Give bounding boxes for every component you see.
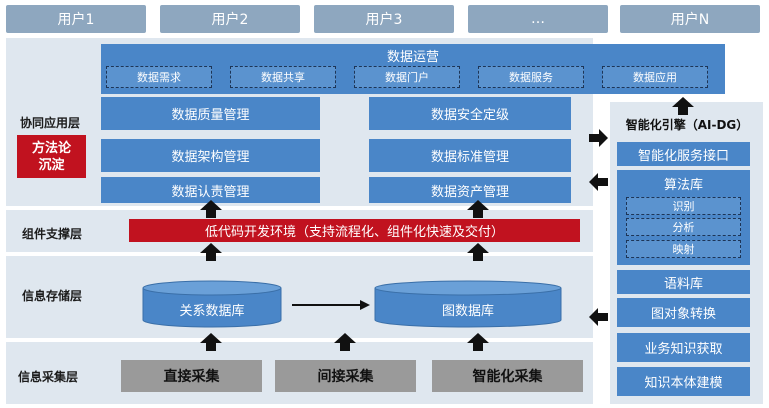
accountability-mgmt-box: 数据认责管理 xyxy=(101,177,320,203)
direct-collect-box: 直接采集 xyxy=(121,360,262,392)
user-box-n: 用户N xyxy=(620,5,760,33)
ai-engine-title: 智能化引擎（AI-DG） xyxy=(625,117,749,132)
user-box-1: 用户1 xyxy=(6,5,146,33)
user-box-3: 用户3 xyxy=(314,5,454,33)
indirect-collect-box: 间接采集 xyxy=(275,360,416,392)
data-ops-item-share: 数据共享 xyxy=(230,66,336,88)
corpus-box: 语料库 xyxy=(617,270,750,294)
collab-layer-label: 协同应用层 xyxy=(20,116,81,130)
biz-knowledge-box: 业务知识获取 xyxy=(617,333,750,362)
graph-convert-box: 图对象转换 xyxy=(617,298,750,327)
methodology-box: 方法论 沉淀 xyxy=(17,135,86,178)
graph-db-shape xyxy=(374,280,562,328)
algo-item-analyze: 分析 xyxy=(626,218,741,236)
storage-layer-label: 信息存储层 xyxy=(22,289,83,303)
algo-lib-title: 算法库 xyxy=(663,178,703,193)
quality-mgmt-box: 数据质量管理 xyxy=(101,97,320,130)
algo-item-recognize: 识别 xyxy=(626,197,741,215)
component-layer-label: 组件支撑层 xyxy=(22,227,83,241)
data-ops-item-app: 数据应用 xyxy=(602,66,708,88)
lowcode-env-bar: 低代码开发环境（支持流程化、组件化快速及交付） xyxy=(129,219,580,242)
ai-service-api-box: 智能化服务接口 xyxy=(617,142,750,166)
data-ops-title: 数据运营 xyxy=(386,50,439,65)
user-box-ellipsis: … xyxy=(468,5,608,33)
collect-layer-label: 信息采集层 xyxy=(18,370,79,384)
data-ops-item-portal: 数据门户 xyxy=(354,66,460,88)
asset-mgmt-box: 数据资产管理 xyxy=(369,177,571,203)
data-ops-item-demand: 数据需求 xyxy=(106,66,212,88)
data-ops-item-service: 数据服务 xyxy=(478,66,584,88)
ontology-box: 知识本体建模 xyxy=(617,367,750,396)
user-box-2: 用户2 xyxy=(160,5,300,33)
architecture-mgmt-box: 数据架构管理 xyxy=(101,139,320,172)
relational-db-cylinder: 关系数据库 xyxy=(142,280,282,328)
standard-mgmt-box: 数据标准管理 xyxy=(369,139,571,172)
relational-db-shape xyxy=(142,280,282,328)
smart-collect-box: 智能化采集 xyxy=(432,360,583,392)
graph-db-cylinder: 图数据库 xyxy=(374,280,562,328)
graph-db-label: 图数据库 xyxy=(441,303,494,319)
security-grading-box: 数据安全定级 xyxy=(369,97,571,130)
relational-db-label: 关系数据库 xyxy=(179,303,245,319)
algo-item-map: 映射 xyxy=(626,240,741,258)
